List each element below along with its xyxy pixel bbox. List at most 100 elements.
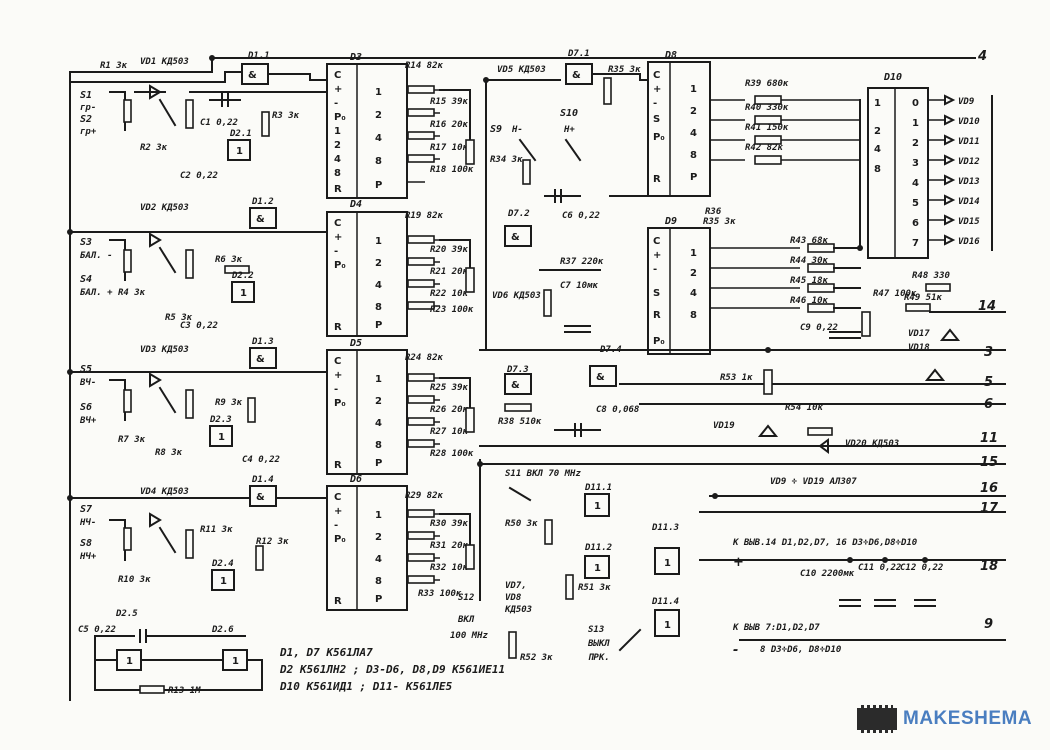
capacitor-c5: [94, 629, 246, 643]
svg-text:1: 1: [240, 288, 247, 299]
gate-d2-3: [209, 425, 233, 447]
svg-text:R40 330к: R40 330к: [745, 103, 789, 113]
ladder-d3: R14 82к R15 39к R16 20к R17 10к R18 100к: [405, 61, 475, 175]
counter-d6: D6 C + - P₀ R 1 2 4 8 P: [326, 474, 440, 611]
svg-text:VD19: VD19: [713, 421, 735, 431]
svg-text:1: 1: [594, 563, 601, 574]
svg-text:8: 8: [690, 150, 697, 161]
switch-s7[interactable]: [109, 519, 126, 561]
c3-label: C3 0,22: [180, 321, 218, 331]
switch-s1[interactable]: [109, 91, 126, 131]
svg-text:ПРК.: ПРК.: [588, 653, 610, 663]
svg-text:VD9: VD9: [958, 97, 974, 107]
svg-text:Н+: Н+: [563, 125, 575, 135]
svg-text:D7.1: D7.1: [567, 49, 590, 59]
svg-text:VD9 ÷ VD19 АЛ307: VD9 ÷ VD19 АЛ307: [770, 477, 857, 487]
svg-text:VD17: VD17: [908, 329, 930, 339]
svg-text:2: 2: [874, 126, 881, 137]
resistor-r23: [465, 267, 475, 293]
switch-s8[interactable]: [158, 526, 177, 554]
svg-text:S9: S9: [490, 124, 502, 135]
range-selector: S11 ВКЛ 70 МНz R50 3к D11.1 1 D11.2 1 D1…: [450, 459, 680, 663]
svg-text:C: C: [334, 356, 341, 367]
svg-text:&: &: [511, 380, 520, 391]
svg-text:S: S: [653, 114, 660, 125]
svg-text:R30 39к: R30 39к: [430, 519, 469, 529]
vd2-label: VD2 КД503: [140, 203, 189, 213]
edge-pin-4: 4: [977, 49, 987, 64]
diode-vd1: [149, 84, 162, 100]
svg-text:C: C: [334, 70, 341, 81]
svg-text:P: P: [375, 180, 382, 191]
channel-1: R1 3к VD1 КД503 & D1.1 S1 гр- S2 гр+ R2 …: [69, 51, 326, 181]
capacitor-c6: [544, 189, 581, 203]
switch-s11[interactable]: [508, 486, 532, 502]
resistor-r38: [504, 403, 532, 412]
switch-s13[interactable]: [618, 628, 642, 652]
capacitor-c12: [914, 599, 936, 607]
power-section: К ВЫВ.14 D1,D2,D7, 16 D3÷D6,D8÷D10 + C10…: [699, 538, 1006, 658]
gate-d11-1: [584, 493, 610, 517]
svg-text:R41 150к: R41 150к: [745, 123, 789, 133]
switch-s9[interactable]: [518, 138, 537, 162]
svg-text:8: 8: [375, 576, 382, 587]
svg-text:C10 2200мк: C10 2200мк: [800, 569, 855, 579]
svg-text:VD20 КД503: VD20 КД503: [845, 439, 899, 449]
svg-text:R21 20к: R21 20к: [430, 267, 469, 277]
svg-text:VD7,: VD7,: [505, 581, 527, 591]
svg-text:БАЛ. +: БАЛ. +: [80, 288, 113, 298]
svg-text:4: 4: [690, 288, 697, 299]
switch-s10[interactable]: [564, 138, 582, 162]
svg-text:P: P: [375, 594, 382, 605]
svg-text:R28 100к: R28 100к: [430, 449, 474, 459]
svg-text:D2.2: D2.2: [231, 271, 254, 281]
svg-text:0: 0: [912, 98, 919, 109]
svg-text:1: 1: [375, 87, 382, 98]
channel-3: VD3 КД503 & D1.3 S5 ВЧ- S6 ВЧ+ R7 3к R8 …: [69, 337, 326, 465]
svg-text:R15 39к: R15 39к: [430, 97, 469, 107]
switch-s6[interactable]: [158, 386, 177, 414]
edge-pin-9: 9: [984, 617, 993, 632]
svg-text:R45 18к: R45 18к: [790, 276, 829, 286]
note-3: D10 К561ИД1 ; D11- К561ЛЕ5: [279, 680, 453, 693]
svg-text:R12 3к: R12 3к: [256, 537, 289, 547]
svg-text:R23 100к: R23 100к: [430, 305, 474, 315]
resistor-r2: [185, 99, 194, 129]
svg-text:R35 3к: R35 3к: [608, 65, 641, 75]
svg-text:R17 10к: R17 10к: [430, 143, 469, 153]
ladder-d5: R24 82к R25 39к R26 20к R27 10к R28 100к: [405, 353, 475, 459]
svg-text:D11.4: D11.4: [651, 597, 679, 607]
svg-text:1: 1: [664, 620, 671, 631]
svg-text:R46 10к: R46 10к: [790, 296, 829, 306]
svg-text:R50 3к: R50 3к: [505, 519, 538, 529]
counter-d8: D8 C + - S P₀ R 1 2 4 8 P R36: [609, 50, 745, 217]
s4-label: S4: [80, 274, 92, 285]
svg-text:R: R: [334, 596, 342, 607]
svg-text:C6 0,22: C6 0,22: [562, 211, 600, 221]
svg-text:D6: D6: [349, 474, 362, 485]
indicator-section: R47 100к R48 330 R49 51к VD17 VD18 R53 1…: [479, 271, 1006, 513]
svg-text:C4 0,22: C4 0,22: [242, 455, 280, 465]
svg-text:R5 3к: R5 3к: [165, 313, 193, 323]
svg-text:D7.2: D7.2: [507, 209, 530, 219]
svg-text:4: 4: [874, 144, 881, 155]
svg-text:S6: S6: [80, 402, 92, 413]
svg-text:R38 510к: R38 510к: [498, 417, 542, 427]
switch-s2[interactable]: [158, 98, 177, 127]
svg-text:VD16: VD16: [958, 237, 980, 247]
svg-text:1: 1: [218, 432, 225, 443]
junctions: [67, 55, 928, 563]
svg-text:VD6 КД503: VD6 КД503: [492, 291, 541, 301]
diode-vd3: [149, 372, 162, 388]
svg-text:1: 1: [375, 236, 382, 247]
edge-pin-17: 17: [980, 501, 999, 516]
switch-s5[interactable]: [109, 379, 126, 421]
svg-text:1: 1: [594, 501, 601, 512]
svg-text:4: 4: [912, 178, 919, 189]
svg-text:P: P: [690, 172, 697, 183]
svg-text:VD4 КД503: VD4 КД503: [140, 487, 189, 497]
switch-s4[interactable]: [158, 246, 177, 274]
channel-2: VD2 КД503 & D1.2 S3 БАЛ. - S4 БАЛ. + R4 …: [69, 197, 326, 331]
